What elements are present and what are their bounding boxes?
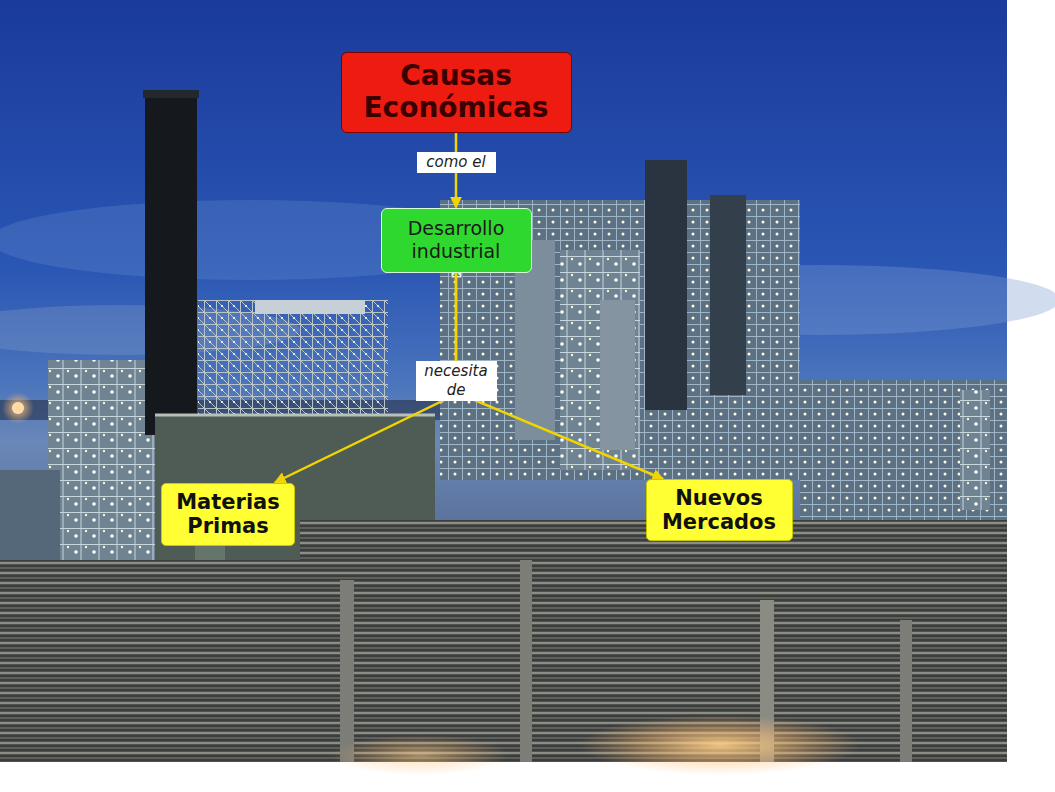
edge-label: necesita de: [416, 361, 497, 401]
need-box: Nuevos Mercados: [646, 479, 793, 541]
need-box: Materias Primas: [161, 483, 295, 546]
node-text: Nuevos Mercados: [652, 486, 787, 534]
node-text: Desarrollo industrial: [388, 217, 525, 263]
node-text: Materias Primas: [167, 490, 289, 538]
edge-label: como el: [417, 152, 496, 173]
cause-box: Causas Económicas: [341, 52, 572, 133]
concept-box: Desarrollo industrial: [381, 208, 532, 273]
node-text: Causas Económicas: [349, 60, 564, 124]
